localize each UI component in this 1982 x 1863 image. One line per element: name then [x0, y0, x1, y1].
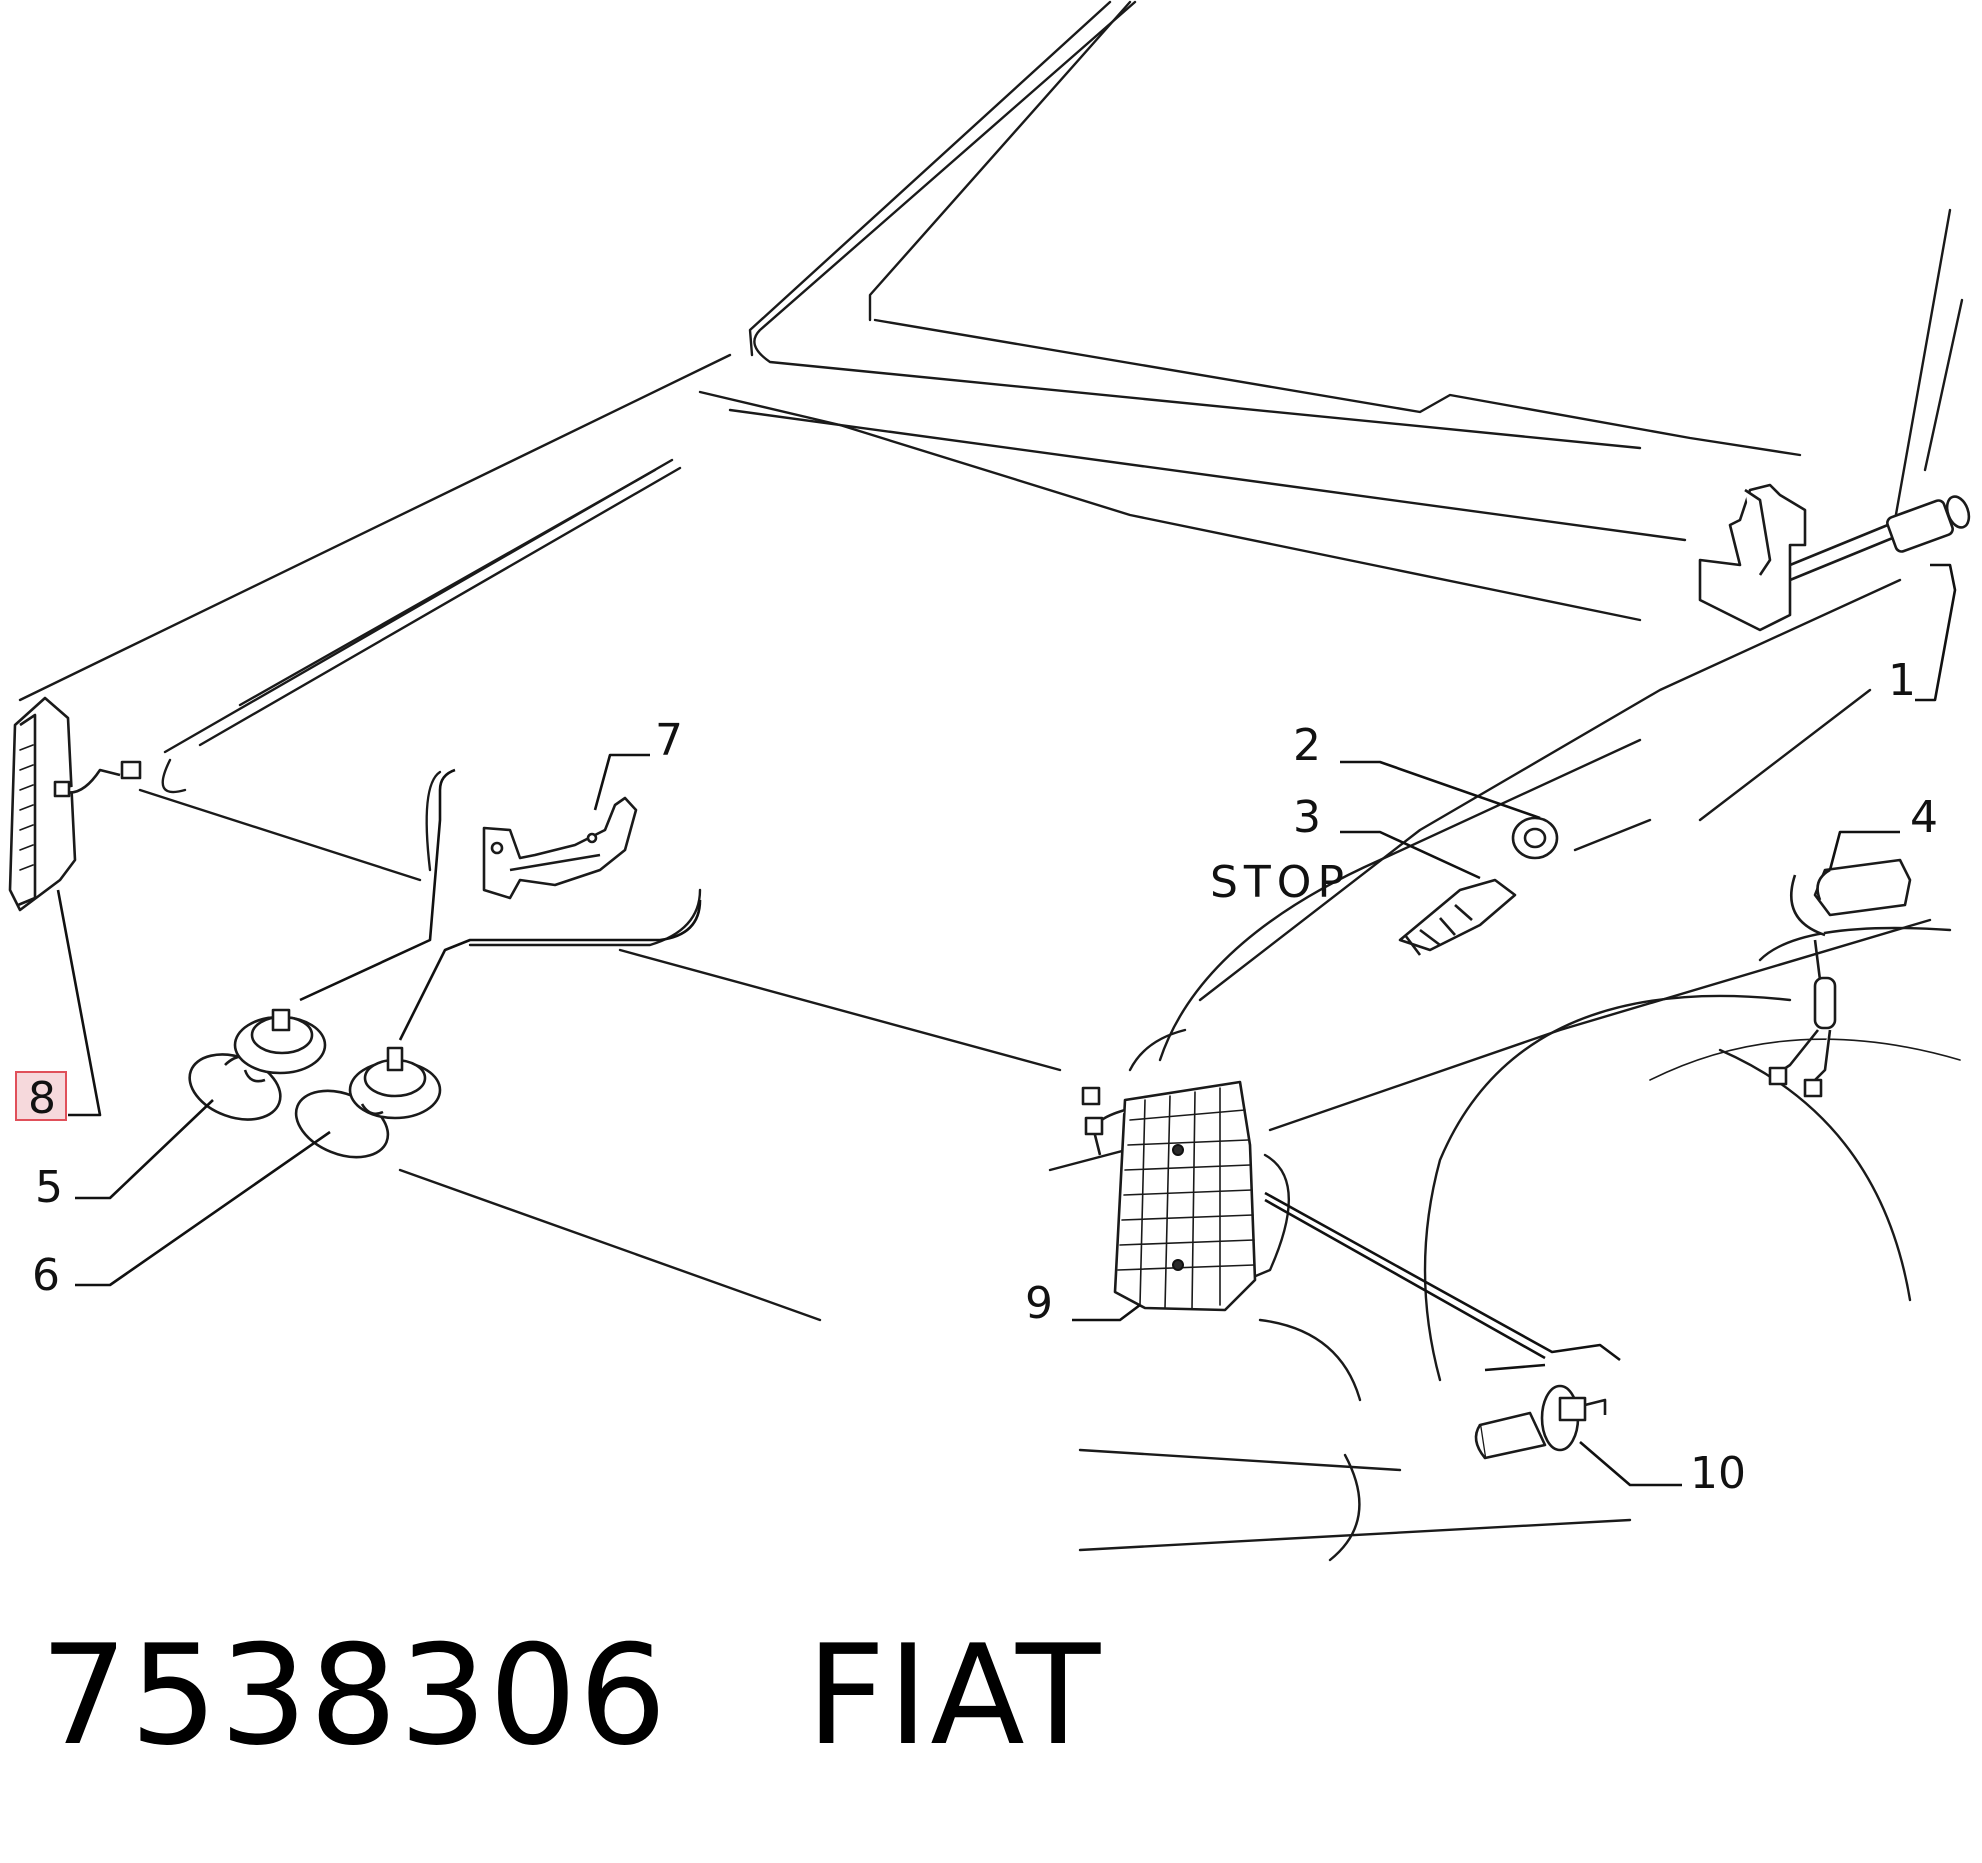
callout-label-4[interactable]: 4	[1910, 792, 1938, 843]
callout-label-8[interactable]: 8	[28, 1073, 56, 1124]
callout-label-2[interactable]: 2	[1293, 720, 1321, 771]
callout-label-1[interactable]: 1	[1888, 655, 1916, 706]
callout-leaders	[56, 563, 1957, 1487]
callout-label-3[interactable]: 3	[1293, 792, 1321, 843]
part-8-side-lamp	[8, 696, 142, 912]
part-7-bracket	[482, 796, 638, 900]
callout-label-6[interactable]: 6	[32, 1250, 60, 1301]
part-4-side-repeater	[1768, 858, 1912, 1098]
callout-labels: 1 2 3 STOP 4 5 6 7 8 9 10	[15, 655, 1938, 1499]
part-2-3-bulb-assembly	[1398, 816, 1559, 956]
callout-label-10[interactable]: 10	[1690, 1448, 1746, 1499]
part-number-footer: 7538306 FIAT	[40, 1615, 1102, 1776]
part-5-horn	[188, 1008, 327, 1121]
brand-name: FIAT	[806, 1615, 1103, 1776]
callout-label-7[interactable]: 7	[655, 715, 683, 766]
callout-highlight-box	[15, 1071, 67, 1121]
callout-label-9[interactable]: 9	[1025, 1278, 1053, 1329]
callout-label-5[interactable]: 5	[35, 1162, 63, 1213]
part-9-headlamp-lens	[1081, 1080, 1257, 1312]
pointer-lines	[299, 768, 1621, 1372]
stop-label: STOP	[1210, 857, 1350, 908]
part-10-bulb	[1474, 1384, 1607, 1460]
part-1-column-switch	[1698, 483, 1971, 632]
car-body-outline	[18, 0, 1964, 1562]
part-number: 7538306	[40, 1615, 669, 1776]
